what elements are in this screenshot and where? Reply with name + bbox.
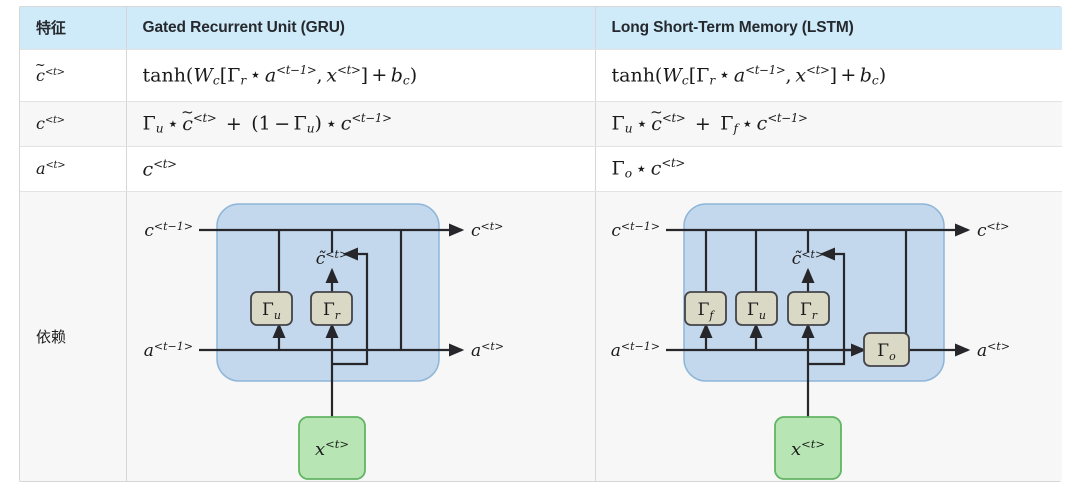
gru-label-c-out: c<t>: [471, 220, 503, 241]
column-header-feature: 特征: [20, 7, 127, 50]
lstm-diagram-cell: Γf Γu Γr Γo: [595, 191, 1062, 481]
table-row: ~c<t> tanh(Wc[Γr⋆a<t−1>, x<t>]+bc) tanh(…: [20, 49, 1062, 102]
row-key-ctilde: ~c<t>: [20, 49, 127, 102]
column-header-lstm: Long Short-Term Memory (LSTM): [595, 7, 1062, 50]
lstm-feedback-path: [807, 246, 845, 365]
row-key-c: c<t>: [20, 101, 127, 147]
lstm-label-c-out: c<t>: [977, 220, 1009, 241]
gru-label-a-prev: a<t−1>: [143, 340, 192, 361]
gru-formula-a: c<t>: [126, 146, 596, 192]
lstm-label-a-out: a<t>: [977, 340, 1010, 361]
table-header: 特征 Gated Recurrent Unit (GRU) Long Short…: [20, 7, 1062, 50]
gru-input-box: x<t>: [297, 415, 366, 480]
row-key-dependency: 依赖: [20, 191, 127, 481]
gru-diagram-cell: Γu Γr x<t> c<t−1> a<t−1>: [126, 191, 596, 481]
gru-gate-r: Γr: [309, 290, 353, 326]
column-header-gru: Gated Recurrent Unit (GRU): [126, 7, 596, 50]
header-row: 特征 Gated Recurrent Unit (GRU) Long Short…: [20, 7, 1062, 50]
row-key-a: a<t>: [20, 146, 127, 192]
lstm-gate-r: Γr: [786, 290, 830, 326]
lstm-formula-a: Γo⋆c<t>: [595, 146, 1062, 192]
lstm-formula-ctilde: tanh(Wc[Γr⋆a<t−1>, x<t>]+bc): [595, 49, 1062, 102]
lstm-input-box: x<t>: [773, 415, 842, 480]
gru-label-a-out: a<t>: [471, 340, 504, 361]
gru-gate-u: Γu: [249, 290, 293, 326]
gru-feedback-path: [331, 246, 368, 365]
comparison-table-wrapper: 特征 Gated Recurrent Unit (GRU) Long Short…: [19, 6, 1062, 482]
lstm-gate-o: Γo: [862, 331, 910, 367]
lstm-diagram: Γf Γu Γr Γo: [596, 192, 1063, 481]
gru-lstm-comparison-table: 特征 Gated Recurrent Unit (GRU) Long Short…: [20, 7, 1062, 481]
lstm-gate-u: Γu: [734, 290, 778, 326]
gru-formula-ctilde: tanh(Wc[Γr⋆a<t−1>, x<t>]+bc): [126, 49, 596, 102]
table-row: a<t> c<t> Γo⋆c<t>: [20, 146, 1062, 192]
table-body: ~c<t> tanh(Wc[Γr⋆a<t−1>, x<t>]+bc) tanh(…: [20, 49, 1062, 481]
gru-formula-c: Γu⋆~c<t> + (1−Γu)⋆c<t−1>: [126, 101, 596, 147]
gru-diagram-svg: Γu Γr x<t> c<t−1> a<t−1>: [143, 202, 504, 480]
table-row: c<t> Γu⋆~c<t> + (1−Γu)⋆c<t−1> Γu⋆~c<t> +…: [20, 101, 1062, 147]
lstm-gate-f: Γf: [683, 290, 727, 326]
lstm-label-c-prev: c<t−1>: [611, 220, 660, 241]
gru-label-c-prev: c<t−1>: [144, 220, 193, 241]
lstm-diagram-svg: Γf Γu Γr Γo: [610, 202, 1010, 480]
gru-diagram: Γu Γr x<t> c<t−1> a<t−1>: [127, 192, 595, 481]
table-row: 依赖: [20, 191, 1062, 481]
lstm-formula-c: Γu⋆~c<t> + Γf⋆c<t−1>: [595, 101, 1062, 147]
lstm-label-a-prev: a<t−1>: [610, 340, 659, 361]
